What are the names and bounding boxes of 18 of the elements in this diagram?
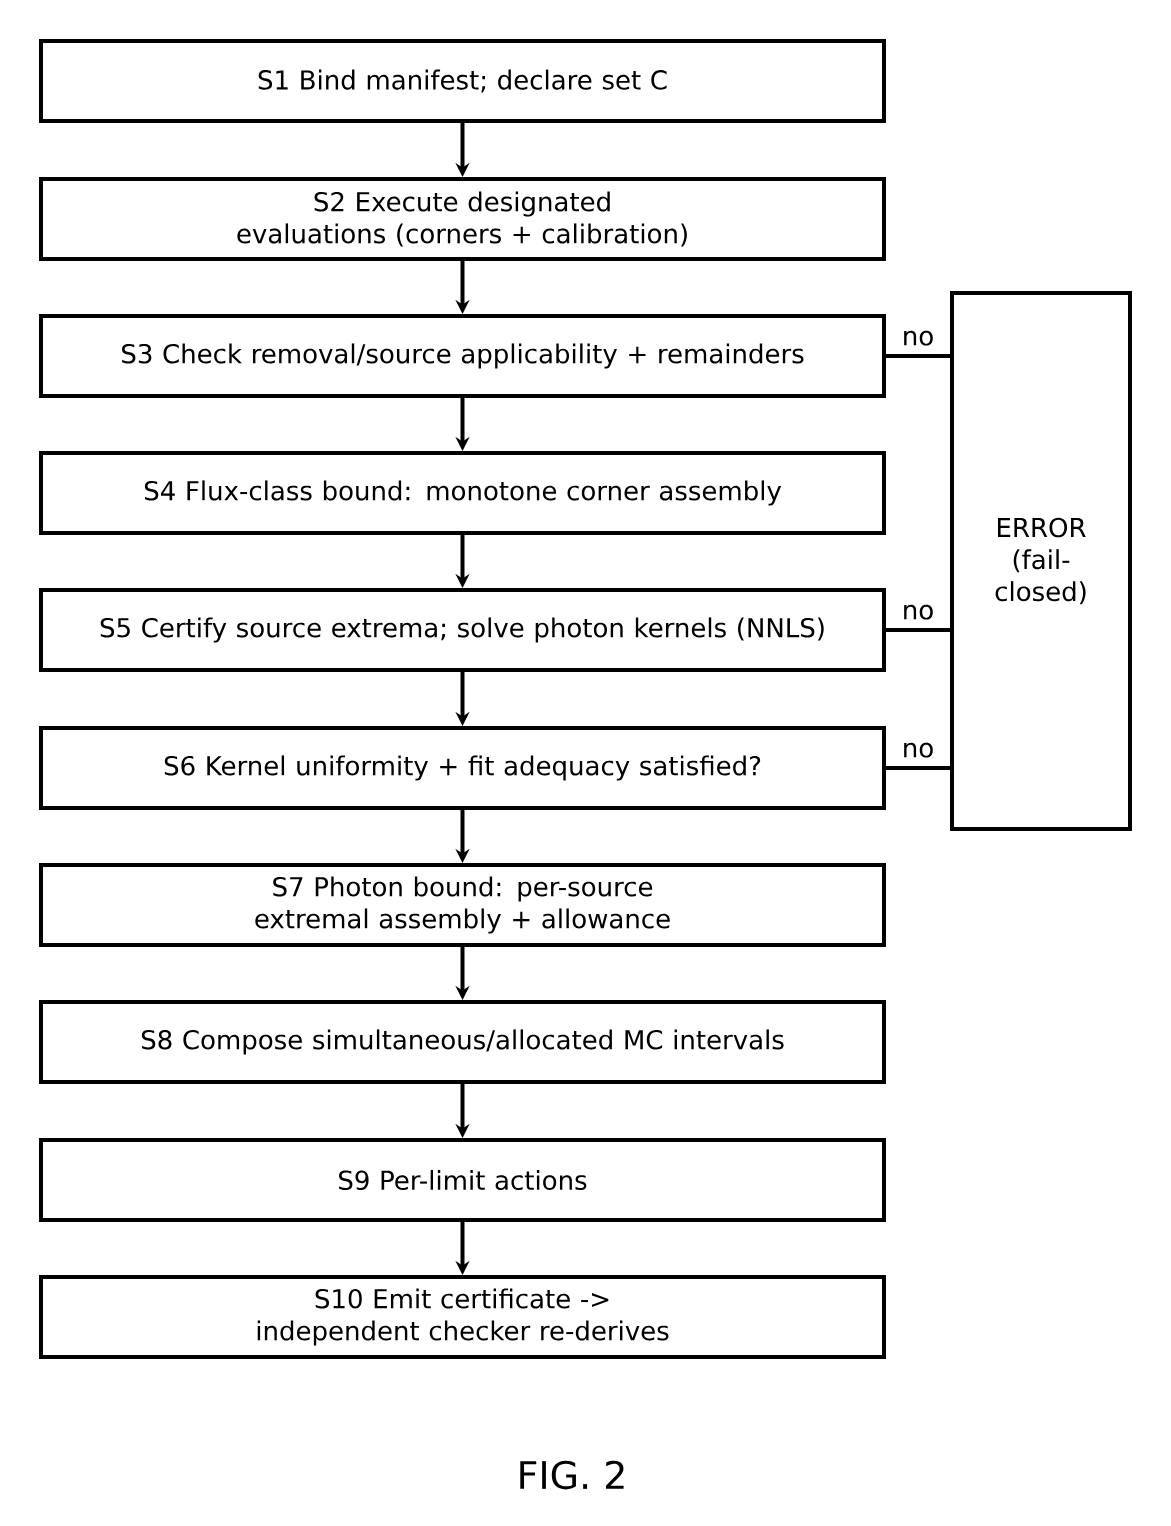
figure-caption: FIG. 2 [520, 1460, 624, 1490]
process-box: S5 Certify source extrema; solve photon kernels (NNLS) [39, 588, 886, 672]
process-box: S2 Execute designated evaluations (corners + calibration) [39, 177, 886, 261]
edge-label: no [899, 602, 937, 622]
error-box: ERROR (fail-closed) [950, 291, 1132, 831]
connector-line [886, 628, 950, 632]
process-box: S3 Check removal/source applicability + remainders [39, 314, 886, 398]
process-box: S7 Photon bound: per-source extremal assembly + allowance [39, 863, 886, 947]
process-box: S9 Per-limit actions [39, 1138, 886, 1222]
edge-label: no [899, 740, 937, 760]
process-box: S8 Compose simultaneous/allocated MC intervals [39, 1000, 886, 1084]
process-box: S1 Bind manifest; declare set C [39, 39, 886, 123]
process-box: S6 Kernel uniformity + fit adequacy satisfied? [39, 726, 886, 810]
process-box: S10 Emit certificate -> independent checker re-derives [39, 1275, 886, 1359]
process-box: S4 Flux-class bound: monotone corner assembly [39, 451, 886, 535]
edge-label: no [899, 328, 937, 348]
connector-line [886, 354, 950, 358]
connector-line [886, 766, 950, 770]
